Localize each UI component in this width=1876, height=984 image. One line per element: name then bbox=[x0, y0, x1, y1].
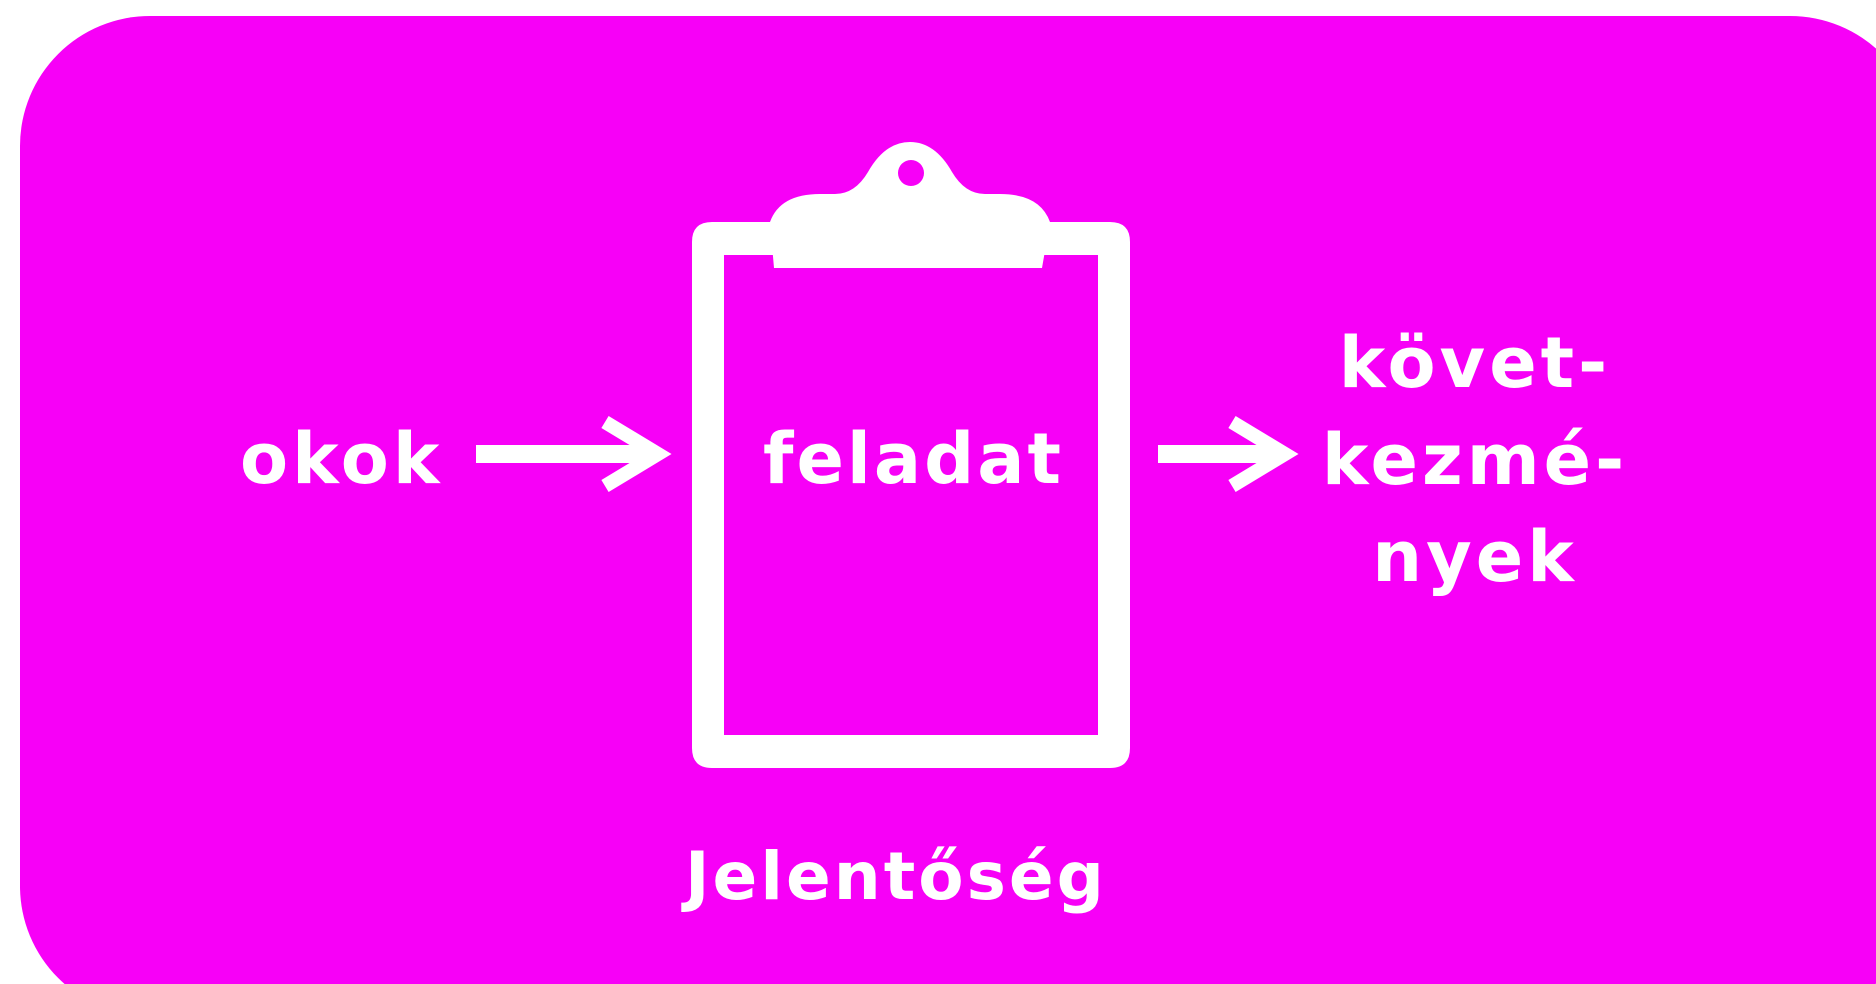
consequence-line: nyek bbox=[1372, 516, 1578, 598]
cause-label: okok bbox=[240, 418, 444, 500]
consequence-label: követ- kezmé- nyek bbox=[1290, 315, 1660, 606]
consequence-line: kezmé- bbox=[1321, 419, 1629, 501]
right-arrow-icon bbox=[476, 416, 672, 492]
clipboard-icon bbox=[692, 142, 1130, 768]
right-arrow-icon bbox=[1158, 416, 1299, 492]
task-label: feladat bbox=[763, 418, 1064, 500]
significance-label: Jelentőség bbox=[685, 838, 1107, 915]
consequence-line: követ- bbox=[1338, 322, 1612, 404]
